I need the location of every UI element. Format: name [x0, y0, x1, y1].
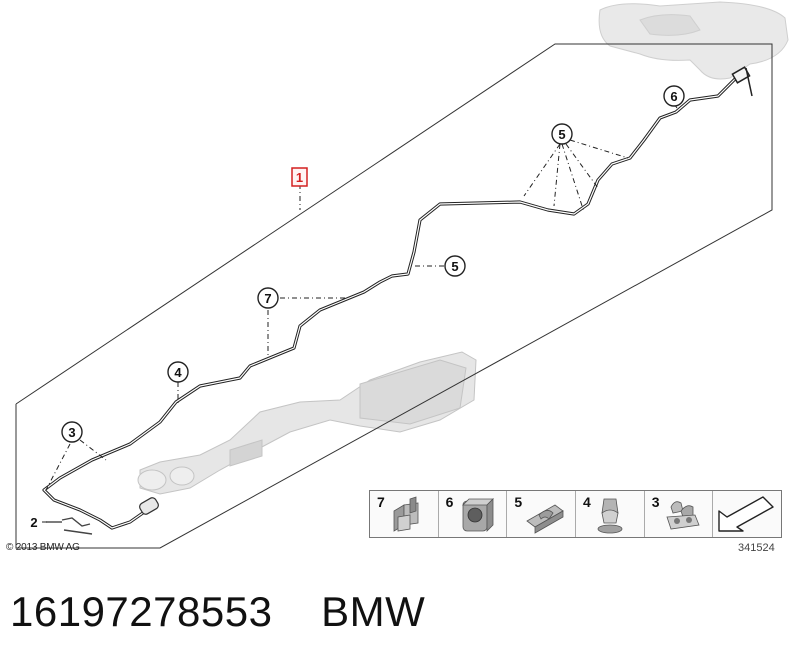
callout-label-3: 3	[68, 425, 75, 440]
legend-number: 5	[514, 494, 523, 510]
pipe-clip-icon	[526, 504, 565, 534]
line-end-fitting	[139, 497, 159, 515]
callout-label-4: 4	[174, 365, 182, 380]
fastener-legend: 7 6 5 4 3	[369, 490, 782, 538]
tank-connector	[731, 66, 753, 97]
callout-label-6: 6	[670, 89, 677, 104]
legend-item-arrow[interactable]	[713, 491, 782, 537]
leader-lines	[42, 103, 681, 523]
grommet-icon	[461, 498, 494, 532]
callout-label-7: 7	[264, 291, 271, 306]
callout-label-1: 1	[296, 170, 303, 185]
fuel-tank-ghost	[598, 1, 789, 80]
brand-name: BMW	[321, 588, 426, 635]
legend-item-5[interactable]: 5	[507, 491, 577, 537]
legend-item-3[interactable]: 3	[644, 491, 714, 537]
legend-number: 3	[651, 494, 660, 510]
diagram-id: 341524	[738, 542, 775, 554]
direction-arrow-icon	[718, 496, 775, 532]
cable-detail	[46, 517, 93, 535]
clip-holder-icon	[393, 496, 419, 532]
assembly-frame	[15, 43, 773, 549]
legend-item-6[interactable]: 6	[438, 491, 508, 537]
push-clip-icon	[597, 498, 623, 534]
callout-4[interactable]: 4	[167, 361, 189, 383]
exhaust-ghost	[137, 351, 477, 495]
legend-number: 6	[445, 494, 454, 510]
callout-part-1[interactable]: 1	[291, 167, 308, 187]
callout-6[interactable]: 6	[663, 85, 685, 107]
callout-label-5-mid: 5	[451, 259, 458, 274]
callout-3[interactable]: 3	[61, 421, 83, 443]
callout-5-top[interactable]: 5	[551, 123, 573, 145]
part-caption: 16197278553 BMW	[10, 588, 425, 636]
legend-item-4[interactable]: 4	[576, 491, 645, 537]
callout-7[interactable]: 7	[257, 287, 279, 309]
callout-5-mid[interactable]: 5	[444, 255, 466, 277]
legend-number: 4	[583, 494, 591, 510]
legend-item-7[interactable]: 7	[370, 491, 439, 537]
copyright-notice: © 2013 BMW AG	[6, 542, 80, 553]
callout-2[interactable]: 2	[30, 515, 37, 530]
callout-label-2: 2	[30, 515, 37, 530]
double-clip-icon	[666, 501, 700, 530]
part-number: 16197278553	[10, 588, 273, 635]
legend-number: 7	[377, 494, 385, 510]
callout-label-5-top: 5	[558, 127, 565, 142]
fuel-line	[42, 74, 740, 530]
